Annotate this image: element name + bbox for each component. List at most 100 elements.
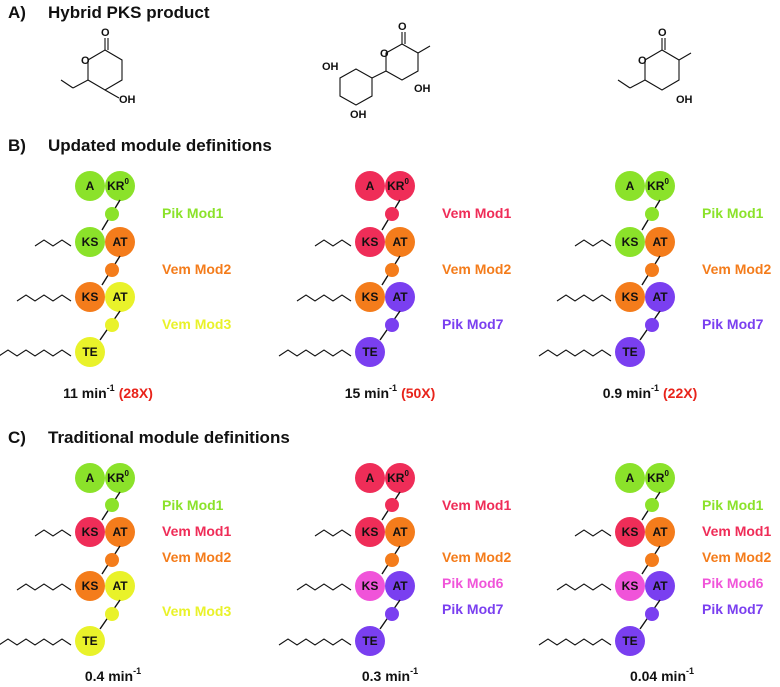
acp-domain	[105, 498, 119, 512]
te-bound-intermediate	[0, 638, 72, 646]
te-domain-label: TE	[622, 345, 637, 359]
panel-c-module-label: Vem Mod2	[442, 549, 511, 565]
panel-b-module-label: Vem Mod2	[702, 261, 771, 277]
panel-c-module-label: Vem Mod2	[702, 549, 771, 565]
product-pyrone-2: O O OH OH OH	[322, 21, 431, 121]
panel-c-module-label: Pik Mod1	[162, 497, 224, 513]
at-domain-label: AT	[652, 525, 668, 539]
product-pyrone-3: O O OH	[617, 27, 693, 106]
rate-unit-exponent: -1	[133, 666, 141, 676]
ks-domain-label: KS	[622, 290, 639, 304]
ring-o-label: O	[81, 55, 90, 67]
carbonyl-o-label: O	[398, 21, 407, 33]
acp-domain	[645, 263, 659, 277]
ring-o-label: O	[638, 55, 647, 67]
acyl-intermediate	[296, 294, 352, 302]
rate-value: 0.3 min	[362, 668, 410, 684]
kr0-domain	[385, 171, 415, 201]
at-domain-label: AT	[112, 525, 128, 539]
panel-b-rate: 11 min-1(28X)	[63, 383, 153, 401]
section-c-heading: Traditional module definitions	[48, 428, 290, 447]
te-domain-label: TE	[82, 634, 97, 648]
hydroxyl-label: OH	[414, 83, 431, 95]
te-bound-intermediate	[278, 349, 352, 357]
acyl-intermediate	[34, 529, 72, 537]
rate-value: 0.9 min	[603, 385, 651, 401]
acp-domain	[105, 607, 119, 621]
panel-c-module-label: Vem Mod3	[162, 603, 231, 619]
section-c-letter: C)	[8, 428, 26, 447]
ks-domain	[75, 571, 105, 601]
kr0-domain	[105, 171, 135, 201]
at-domain-label: AT	[392, 525, 408, 539]
panel-c-module-label: Pik Mod7	[702, 601, 764, 617]
ks-domain-label: KS	[622, 579, 639, 593]
panel-c-module-label: Vem Mod1	[442, 497, 511, 513]
acp-domain	[645, 553, 659, 567]
acp-domain	[105, 263, 119, 277]
at-domain-label: AT	[392, 235, 408, 249]
acp-domain	[385, 263, 399, 277]
te-domain	[355, 337, 385, 367]
section-a-heading: Hybrid PKS product	[48, 3, 210, 22]
section-a-letter: A)	[8, 3, 26, 22]
acyl-intermediate	[34, 239, 72, 247]
acyl-intermediate	[16, 294, 72, 302]
rate-unit-exponent: -1	[107, 383, 115, 393]
acp-domain	[645, 498, 659, 512]
ks-domain-label: KS	[82, 290, 99, 304]
a-domain	[75, 171, 105, 201]
at-domain	[105, 571, 135, 601]
kr0-domain-label: KR0	[107, 469, 129, 485]
ks-domain-label: KS	[622, 235, 639, 249]
at-domain-label: AT	[652, 290, 668, 304]
acyl-intermediate	[574, 239, 612, 247]
acyl-intermediate	[556, 583, 612, 591]
acp-domain	[645, 607, 659, 621]
ks-domain	[355, 571, 385, 601]
kr0-domain	[645, 171, 675, 201]
panel-b-module-label: Pik Mod7	[442, 316, 504, 332]
kr0-domain-label: KR0	[647, 177, 669, 193]
panel-c-module-label: Vem Mod2	[162, 549, 231, 565]
a-domain-label: A	[366, 471, 375, 485]
rate-unit-exponent: -1	[651, 383, 659, 393]
at-domain	[385, 517, 415, 547]
at-domain	[645, 227, 675, 257]
ks-domain	[615, 282, 645, 312]
ks-domain	[355, 517, 385, 547]
rate-fold-change: (50X)	[401, 385, 435, 401]
te-domain-label: TE	[362, 634, 377, 648]
section-c-title: C) Traditional module definitions	[8, 428, 290, 448]
at-domain	[645, 282, 675, 312]
at-domain	[385, 571, 415, 601]
panel-c-module-label: Pik Mod6	[442, 575, 504, 591]
te-domain	[75, 626, 105, 656]
acp-domain	[105, 318, 119, 332]
section-b-title: B)Updated module definitions	[8, 136, 272, 156]
ks-domain	[615, 571, 645, 601]
kr0-domain	[645, 463, 675, 493]
at-domain	[105, 517, 135, 547]
a-domain-label: A	[626, 179, 635, 193]
carbonyl-o-label: O	[658, 27, 667, 39]
at-domain-label: AT	[392, 290, 408, 304]
rate-unit-exponent: -1	[410, 666, 418, 676]
at-domain	[645, 517, 675, 547]
panel-b-rate: 0.9 min-1(22X)	[603, 383, 698, 401]
te-domain-label: TE	[622, 634, 637, 648]
aryl-hydroxyl-label-1: OH	[322, 61, 339, 73]
at-domain-label: AT	[112, 290, 128, 304]
product-pyrone-1: O O OH	[60, 27, 136, 106]
kr-superscript: 0	[664, 469, 669, 478]
carbonyl-o-label: O	[101, 27, 110, 39]
hydroxyl-label: OH	[119, 94, 136, 106]
ks-domain-label: KS	[622, 525, 639, 539]
aryl-hydroxyl-label-2: OH	[350, 109, 367, 121]
kr-superscript: 0	[404, 177, 409, 186]
rate-value: 0.04 min	[630, 668, 686, 684]
